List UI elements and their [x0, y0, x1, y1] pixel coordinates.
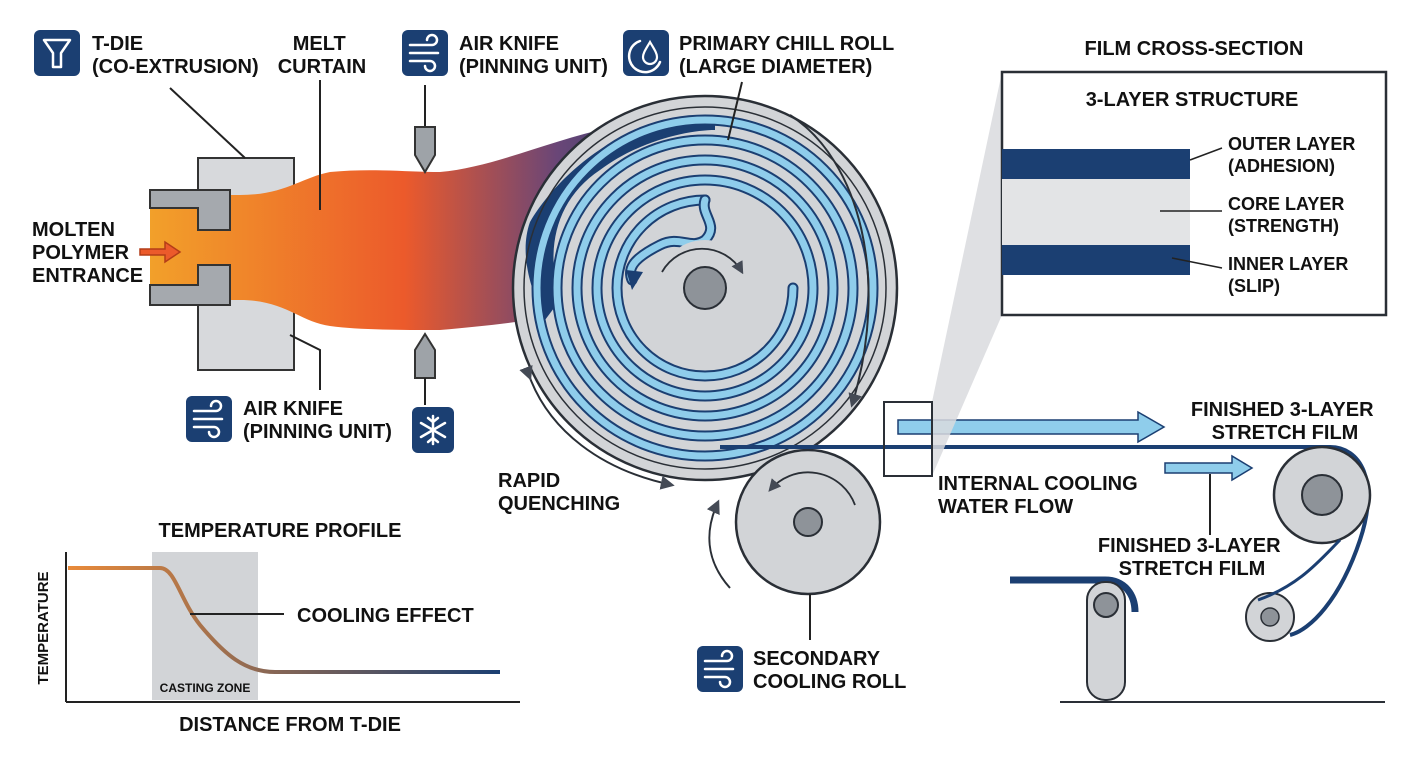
t-die-leader: [169, 87, 246, 159]
snowflake-icon: [412, 407, 454, 453]
outer-layer-label: OUTER LAYER (ADHESION): [1228, 134, 1360, 176]
zoom-window: [883, 401, 933, 477]
rapid-quenching-label: RAPID QUENCHING: [498, 470, 620, 515]
secondary-rotation-arrow: [768, 471, 856, 506]
inner-layer-label: INNER LAYER (SLIP): [1228, 254, 1353, 296]
molten-polymer-label: MOLTEN POLYMER ENTRANCE: [32, 219, 143, 287]
wind-icon: [402, 30, 448, 76]
finished-film-label-bottom: FINISHED 3-LAYER STRETCH FILM: [1098, 535, 1286, 580]
cooling-effect-label: COOLING EFFECT: [297, 605, 474, 627]
t-die-upper-lip: [149, 189, 231, 231]
core-layer-label: CORE LAYER (STRENGTH): [1228, 194, 1349, 236]
secondary-cooling-roll: [734, 448, 882, 596]
internal-cooling-channels: [531, 114, 879, 462]
hub-rotation-arrow: [661, 247, 744, 275]
outer-layer-band: [1002, 149, 1190, 179]
wind-icon: [697, 646, 743, 692]
air-knife-bottom-leader: [289, 334, 321, 390]
core-layer-band: [1002, 179, 1190, 245]
cross-section-zoom: [883, 70, 1388, 477]
film-wrap-band: [525, 117, 715, 320]
water-drop-icon: [623, 30, 669, 76]
chill-roll-rotation-arrow: [789, 114, 870, 408]
secondary-roll-label: SECONDARY COOLING ROLL: [753, 648, 906, 693]
internal-cooling-label: INTERNAL COOLING WATER FLOW: [938, 473, 1143, 518]
casting-zone-band: [152, 552, 258, 700]
structure-title: 3-LAYER STRUCTURE: [1086, 89, 1299, 111]
air-knife-bottom-nozzle: [414, 332, 436, 405]
air-knife-bottom-label: AIR KNIFE (PINNING UNIT): [243, 398, 392, 443]
chill-roll-leader: [727, 81, 743, 141]
chill-roll-shaft: [683, 266, 727, 310]
chart-title: TEMPERATURE PROFILE: [159, 520, 402, 542]
film-path: [720, 445, 1385, 703]
chart-x-label: DISTANCE FROM T-DIE: [179, 714, 401, 736]
t-die-lower-lip: [149, 264, 231, 306]
inner-layer-band: [1002, 245, 1190, 275]
rapid-quenching-arrow: [519, 365, 675, 490]
air-knife-top-nozzle: [414, 85, 436, 174]
cross-section-title: FILM CROSS-SECTION: [1085, 38, 1304, 60]
chart-y-label: TEMPERATURE: [35, 571, 52, 684]
casting-zone-label: CASTING ZONE: [160, 681, 251, 695]
wind-icon: [186, 396, 232, 442]
temperature-curve: [68, 566, 500, 674]
primary-chill-roll-label: PRIMARY CHILL ROLL (LARGE DIAMETER): [679, 33, 899, 78]
melt-curtain-label: MELT CURTAIN: [278, 33, 367, 78]
temperature-profile-chart: [65, 552, 520, 703]
air-knife-top-label: AIR KNIFE (PINNING UNIT): [459, 33, 608, 78]
primary-chill-roll: [511, 94, 899, 482]
funnel-icon: [34, 30, 80, 76]
finished-film-arrow: [1164, 454, 1254, 482]
t-die-label: T-DIE (CO-EXTRUSION): [92, 33, 259, 78]
finished-film-label-top: FINISHED 3-LAYER STRETCH FILM: [1191, 399, 1379, 444]
molten-polymer-arrow: [139, 240, 182, 264]
secondary-outer-arrow: [706, 499, 731, 589]
